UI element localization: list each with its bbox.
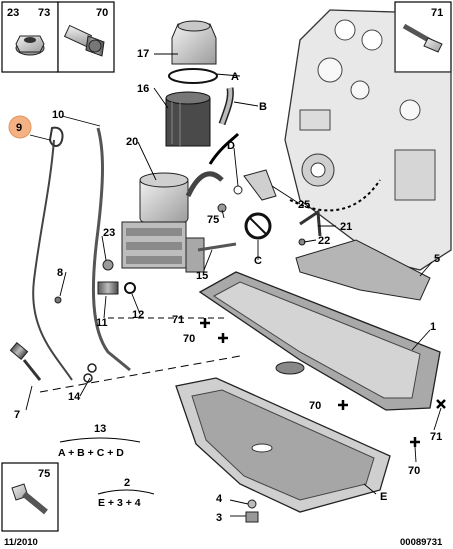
cross-marker-71b (436, 399, 446, 409)
nut-icon (15, 35, 45, 56)
oil-pressure-sensor (9, 341, 42, 381)
inset-box-75: 75 (1, 462, 59, 532)
kit-13-expression: A + B + C + D (58, 447, 124, 459)
inset-box-70: 70 (57, 1, 115, 73)
plug-bolt-icon (63, 24, 105, 57)
callout-E[interactable]: E (380, 491, 387, 503)
inset-label-70: 70 (96, 7, 108, 19)
callout-15[interactable]: 15 (196, 270, 208, 282)
kit-2-expression: E + 3 + 4 (98, 497, 141, 509)
callout-21[interactable]: 21 (340, 221, 352, 233)
oil-dipstick (32, 139, 73, 381)
callout-7[interactable]: 7 (14, 409, 20, 421)
cross-marker-70c (410, 437, 420, 447)
drain-plug-3 (245, 511, 259, 523)
part-8-clip (54, 296, 62, 304)
inset-label-71: 71 (431, 7, 443, 19)
o-rings-14 (83, 363, 97, 383)
bolt-75 (217, 203, 227, 213)
hose-a (218, 87, 234, 126)
callout-3[interactable]: 3 (216, 512, 222, 524)
dipstick-handle (48, 126, 64, 147)
callout-9[interactable]: 9 (16, 122, 22, 134)
callout-16[interactable]: 16 (137, 83, 149, 95)
callout-4[interactable]: 4 (216, 493, 223, 505)
footer-date: 11/2010 (4, 537, 38, 548)
long-bolt-icon (402, 23, 443, 53)
upper-oil-pan (198, 271, 441, 411)
oil-pickup-21 (299, 209, 322, 237)
callout-11[interactable]: 11 (96, 317, 108, 329)
gasket-c (244, 212, 272, 240)
cross-marker-70a (218, 333, 228, 343)
callout-22[interactable]: 22 (318, 235, 330, 247)
inset-box-71: 71 (394, 1, 452, 73)
kit-formula-2: 2 E + 3 + 4 (97, 477, 155, 509)
callout-8[interactable]: 8 (57, 267, 63, 279)
oil-sensor-11 (97, 281, 119, 295)
callout-70-upper[interactable]: 70 (183, 333, 195, 345)
callout-14[interactable]: 14 (68, 391, 81, 403)
inset-label-75: 75 (38, 468, 50, 480)
callout-D[interactable]: D (227, 140, 235, 152)
callout-71-upper[interactable]: 71 (172, 314, 184, 326)
engine-block (284, 9, 452, 271)
leader-lines (25, 53, 442, 517)
callout-71-lower[interactable]: 71 (430, 431, 442, 443)
callout-10[interactable]: 10 (52, 109, 64, 121)
callout-20[interactable]: 20 (126, 136, 138, 148)
kit-2-number: 2 (124, 477, 130, 489)
dipstick-guide-tube (91, 127, 131, 372)
callout-B[interactable]: B (259, 101, 267, 113)
cross-marker-70b (338, 400, 348, 410)
callout-C[interactable]: C (254, 255, 262, 267)
stud-15 (197, 242, 237, 252)
oil-filter-element (165, 91, 211, 147)
kit-formula-13: 13 A + B + C + D (58, 423, 141, 459)
callout-70-lower[interactable]: 70 (408, 465, 420, 477)
dashed-guide-1 (39, 355, 241, 393)
inset-label-23: 23 (7, 7, 19, 19)
callout-25[interactable]: 25 (298, 199, 310, 211)
inset-box-23-73: 23 73 (1, 1, 59, 73)
highlight-circle-part-9 (8, 115, 32, 139)
callout-23[interactable]: 23 (103, 227, 115, 239)
flange-bolt-icon (11, 483, 48, 515)
filter-housing-heat-exchanger (121, 171, 224, 273)
callout-A[interactable]: A (231, 71, 239, 83)
cross-marker-71a (200, 318, 210, 328)
footer-reference: 00089731 (400, 537, 443, 548)
kit-13-number: 13 (94, 423, 106, 435)
washer-4 (247, 499, 257, 509)
callout-1[interactable]: 1 (430, 321, 436, 333)
seal-12 (124, 282, 136, 294)
oil-filter-cap (171, 20, 217, 65)
callout-5[interactable]: 5 (434, 253, 440, 265)
baffle-plate-5 (295, 239, 431, 301)
callout-70-middle[interactable]: 70 (309, 400, 321, 412)
bolt-23 (102, 259, 114, 271)
filter-cap-seal-ring (168, 68, 218, 84)
inset-label-73: 73 (38, 7, 50, 19)
callout-12[interactable]: 12 (132, 309, 144, 321)
callout-75[interactable]: 75 (207, 214, 219, 226)
bracket-25 (243, 169, 277, 201)
callout-17[interactable]: 17 (137, 48, 149, 60)
seal-d (233, 185, 243, 195)
lower-oil-pan (175, 377, 391, 513)
hose-b (208, 132, 240, 165)
